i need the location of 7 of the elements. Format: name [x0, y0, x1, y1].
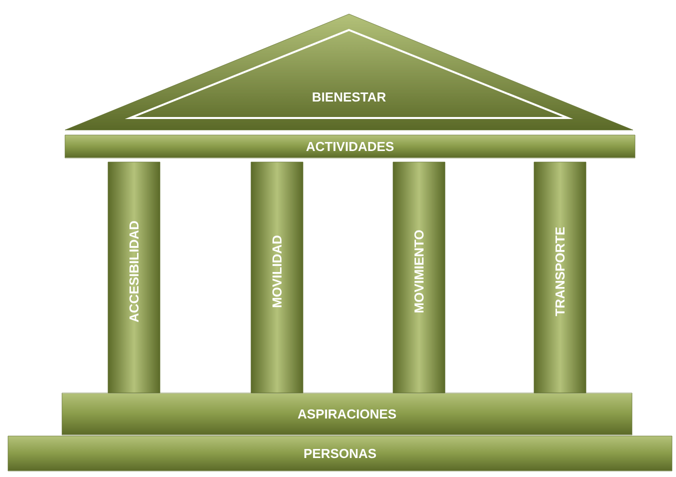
- pediment-triangle: BIENESTAR: [64, 14, 634, 130]
- column-shaft: ACCESIBILIDAD: [108, 162, 160, 394]
- column-shaft: TRANSPORTE: [534, 162, 586, 394]
- step-band: PERSONAS: [8, 436, 672, 472]
- column-shaft: MOVIMIENTO: [392, 162, 446, 394]
- column-shaft: MOVILIDAD: [250, 162, 304, 394]
- step-band: ACTIVIDADES: [64, 134, 636, 158]
